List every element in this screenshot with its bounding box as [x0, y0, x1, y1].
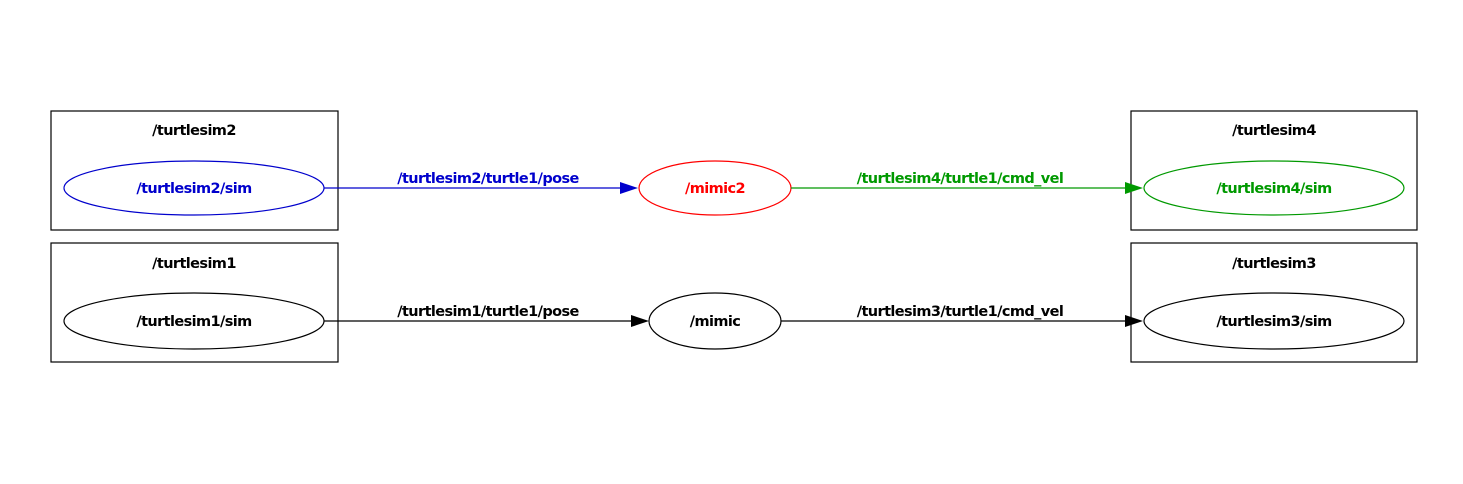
arrowhead-icon — [620, 182, 638, 194]
node-turtlesim2-sim[interactable]: /turtlesim2/sim — [63, 160, 325, 216]
node-label: /turtlesim4/sim — [1216, 181, 1331, 197]
node-turtlesim4-sim[interactable]: /turtlesim4/sim — [1143, 160, 1405, 216]
node-label: /turtlesim1/sim — [136, 314, 251, 330]
edge-label: /turtlesim1/turtle1/pose — [397, 304, 579, 320]
cluster-label: /turtlesim4 — [1232, 123, 1316, 139]
node-turtlesim3-sim[interactable]: /turtlesim3/sim — [1143, 292, 1405, 350]
node-label: /turtlesim3/sim — [1216, 314, 1331, 330]
cluster-label: /turtlesim2 — [152, 123, 236, 139]
edge-label: /turtlesim2/turtle1/pose — [397, 171, 579, 187]
arrowhead-icon — [1125, 315, 1143, 327]
node-mimic[interactable]: /mimic — [648, 292, 782, 350]
cluster-label: /turtlesim3 — [1232, 256, 1316, 272]
cluster-turtlesim3: /turtlesim3 /turtlesim3/sim — [1130, 242, 1418, 363]
node-label: /turtlesim2/sim — [136, 181, 251, 197]
cluster-turtlesim4: /turtlesim4 /turtlesim4/sim — [1130, 110, 1418, 231]
edge-label: /turtlesim3/turtle1/cmd_vel — [857, 304, 1063, 320]
node-label: /mimic2 — [685, 181, 745, 197]
cluster-turtlesim1: /turtlesim1 /turtlesim1/sim — [50, 242, 339, 363]
node-mimic2[interactable]: /mimic2 — [638, 160, 792, 216]
edge-turtlesim3-cmd-vel[interactable]: /turtlesim3/turtle1/cmd_vel — [781, 304, 1143, 327]
arrowhead-icon — [631, 315, 649, 327]
node-label: /mimic — [690, 314, 740, 330]
arrowhead-icon — [1125, 182, 1143, 194]
node-turtlesim1-sim[interactable]: /turtlesim1/sim — [63, 292, 325, 350]
edge-turtlesim1-pose[interactable]: /turtlesim1/turtle1/pose — [324, 304, 649, 327]
edge-turtlesim2-pose[interactable]: /turtlesim2/turtle1/pose — [324, 171, 638, 194]
edge-turtlesim4-cmd-vel[interactable]: /turtlesim4/turtle1/cmd_vel — [791, 171, 1143, 194]
cluster-turtlesim2: /turtlesim2 /turtlesim2/sim — [50, 110, 339, 231]
cluster-label: /turtlesim1 — [152, 256, 236, 272]
edge-label: /turtlesim4/turtle1/cmd_vel — [857, 171, 1063, 187]
